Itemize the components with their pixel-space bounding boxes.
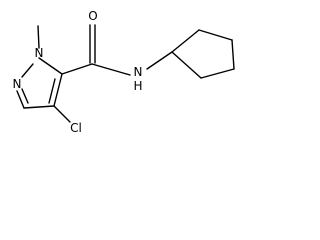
atom-label-amide-hydrogen: H	[133, 79, 142, 93]
bond-n2-n1	[21, 63, 34, 78]
bond-cp2-cp3	[198, 29, 233, 41]
bond-c3-n2	[16, 90, 25, 109]
bond-n1-c5	[38, 57, 63, 75]
bond-cp1-cp2	[171, 29, 200, 53]
atom-label-carbonyl-oxygen: O	[88, 9, 97, 23]
bond-n-cyclopentyl	[146, 51, 173, 70]
bond-c5-carbonyl	[61, 63, 93, 75]
bond-c4-cl	[53, 105, 71, 123]
atom-label-n-ring: N	[13, 77, 22, 91]
atom-label-amide-nitrogen: N	[134, 65, 143, 79]
bond-c5-c4-inner	[48, 78, 56, 104]
bond-cp3-cp4	[231, 39, 235, 70]
bond-c5-c4	[53, 73, 63, 107]
bond-c3-n2-inner	[21, 88, 29, 104]
atom-label-n-methyl: N	[35, 46, 44, 60]
bond-cp5-cp1	[171, 51, 202, 79]
bond-n1-methyl	[37, 25, 40, 49]
bond-carbonyl-n	[91, 63, 131, 76]
atom-label-chlorine: Cl	[70, 121, 82, 135]
chemical-structure-diagram: N N O N H Cl	[13, 9, 235, 135]
bond-c4-c3	[23, 105, 55, 109]
bond-cp4-cp5	[200, 68, 235, 79]
